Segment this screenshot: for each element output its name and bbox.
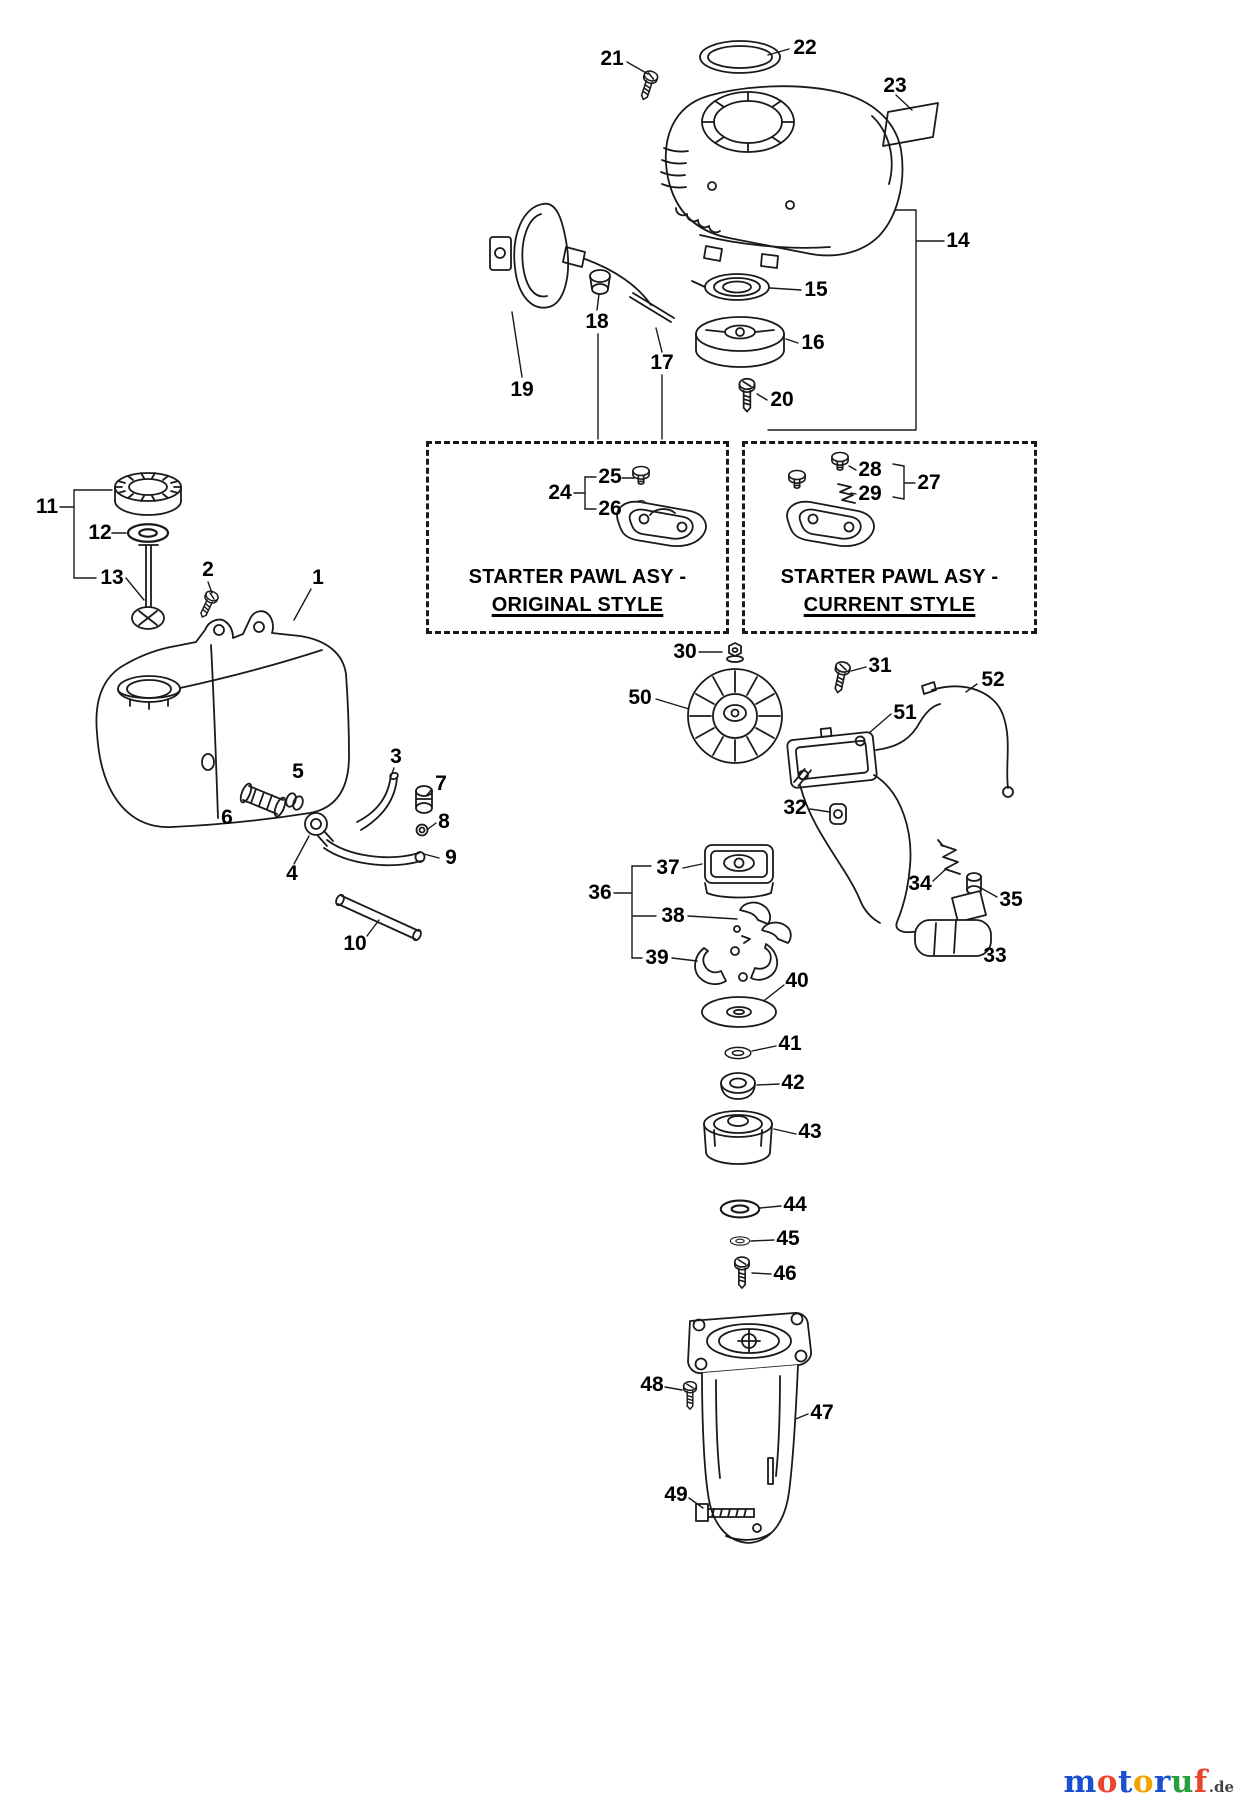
pawl-original-drawing <box>616 465 707 548</box>
pawl-current-drawing <box>786 451 875 548</box>
starter-handle-drawing <box>489 203 675 323</box>
crankcase-drawing <box>682 1312 812 1544</box>
callout-current-line1: STARTER PAWL ASY - <box>780 566 999 588</box>
callout-current-line2: CURRENT STYLE <box>803 594 976 616</box>
callout-box-original: STARTER PAWL ASY - ORIGINAL STYLE <box>426 441 729 634</box>
logo-suffix: .de <box>1208 1778 1234 1796</box>
recoil-spring-reel-drawing <box>691 273 785 413</box>
fuel-cap-drawing <box>114 472 182 630</box>
callout-original-line1: STARTER PAWL ASY - <box>468 566 687 588</box>
logo-letters: motoruf <box>1063 1764 1208 1800</box>
callout-original-line2: ORIGINAL STYLE <box>491 594 664 616</box>
clutch-stack-drawing <box>694 844 792 1289</box>
flywheel-ignition-drawing <box>687 642 1014 957</box>
fan-housing-drawing <box>636 40 939 269</box>
callout-box-current: STARTER PAWL ASY - CURRENT STYLE <box>742 441 1037 634</box>
logo[interactable]: motoruf.de <box>1063 1764 1234 1800</box>
fuel-tank-drawing <box>95 588 433 942</box>
